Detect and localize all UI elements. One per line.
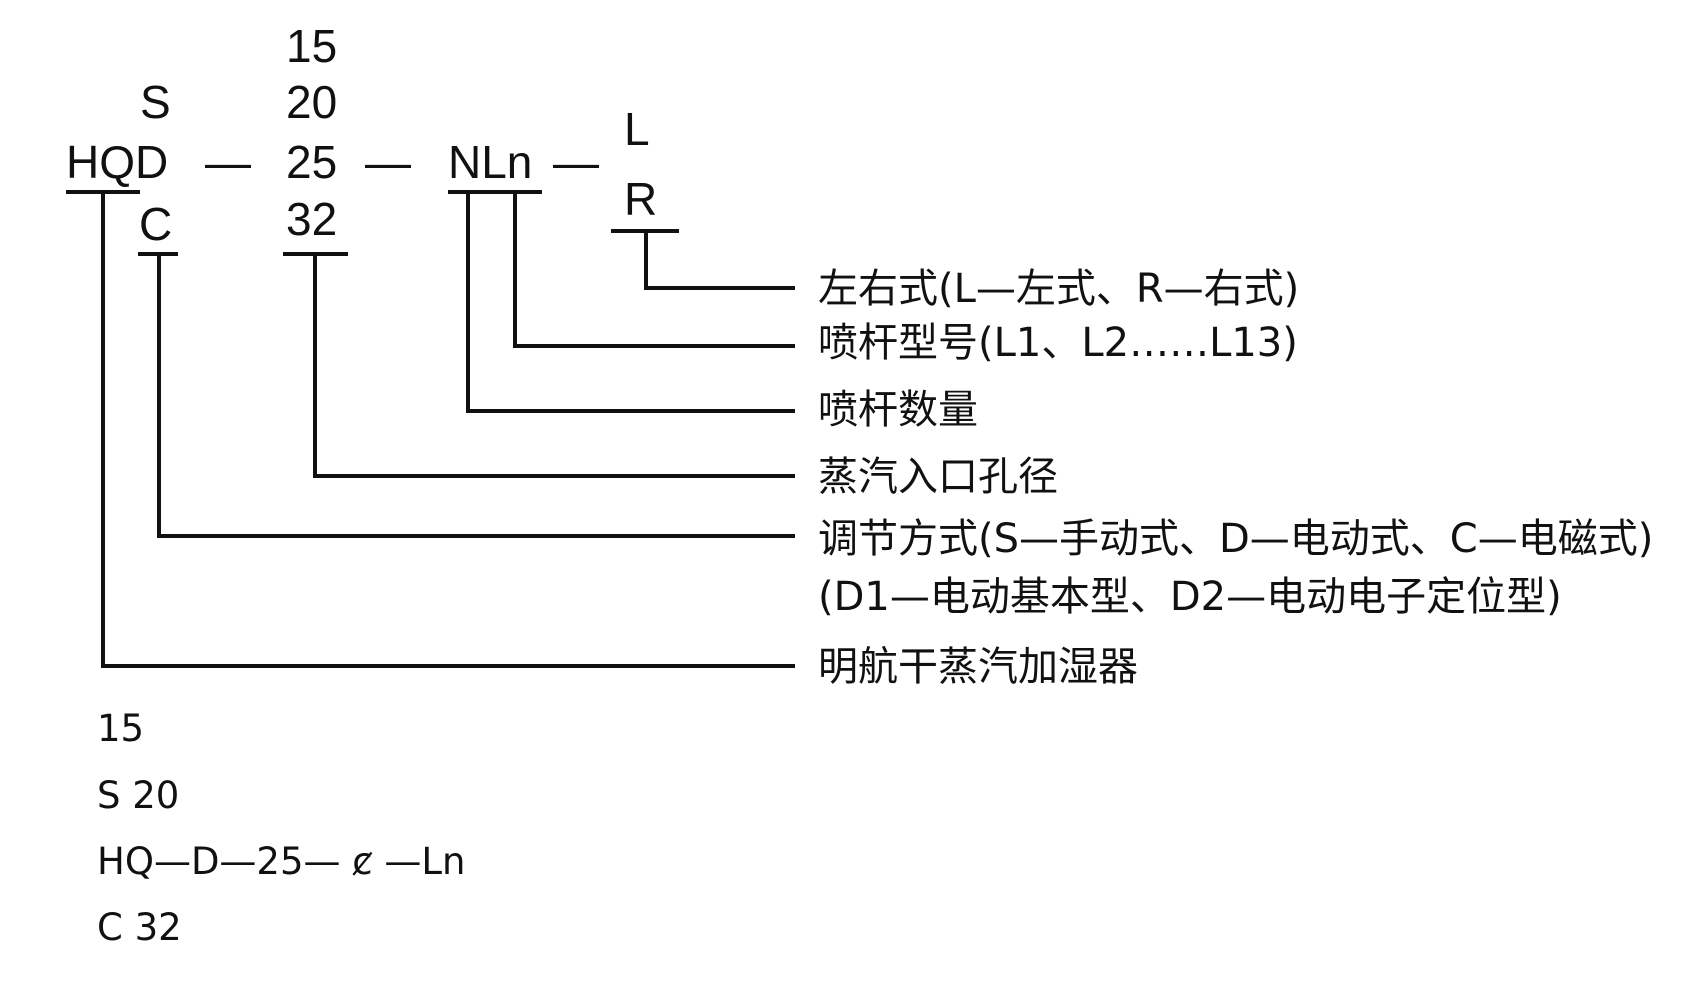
footer-line-2: S 20	[97, 774, 179, 817]
leader-inlet-size	[313, 254, 795, 478]
leader-product	[101, 192, 795, 668]
code-size-25: 25	[286, 136, 337, 188]
leader-side	[644, 231, 795, 290]
code-size-15: 15	[286, 20, 337, 72]
code-mode-option-s: S	[140, 76, 171, 128]
footer-line-3: HQ—D—25— ȼ —Ln	[97, 840, 465, 883]
legend-inlet-diameter: 蒸汽入口孔径	[818, 454, 1058, 500]
code-size-32: 32	[286, 193, 337, 245]
leader-control-mode	[157, 254, 795, 538]
code-dash-2: —	[365, 136, 411, 188]
legend-side-type: 左右式(L—左式、R—右式)	[818, 266, 1299, 312]
code-size-20: 20	[286, 76, 337, 128]
code-side-option-r: R	[624, 173, 657, 225]
legend-electric-subtypes: (D1—电动基本型、D2—电动电子定位型)	[818, 574, 1562, 620]
leader-nozzle-type	[513, 192, 795, 348]
code-nozzle: NLn	[448, 136, 532, 188]
code-dash-3: —	[553, 136, 599, 188]
legend-nozzle-model: 喷杆型号(L1、L2……L13)	[818, 320, 1298, 366]
footer-line-1: 15	[97, 707, 144, 750]
code-prefix: HQD	[66, 136, 168, 188]
leader-nozzle-count	[466, 192, 795, 413]
legend-product-name: 明航干蒸汽加湿器	[818, 644, 1138, 690]
code-side-option-l: L	[624, 103, 650, 155]
legend-nozzle-count: 喷杆数量	[818, 387, 978, 433]
footer-line-4: C 32	[97, 906, 182, 949]
legend-control-mode: 调节方式(S—手动式、D—电动式、C—电磁式)	[818, 516, 1653, 562]
code-mode-option-c: C	[139, 198, 172, 250]
code-dash-1: —	[205, 136, 251, 188]
